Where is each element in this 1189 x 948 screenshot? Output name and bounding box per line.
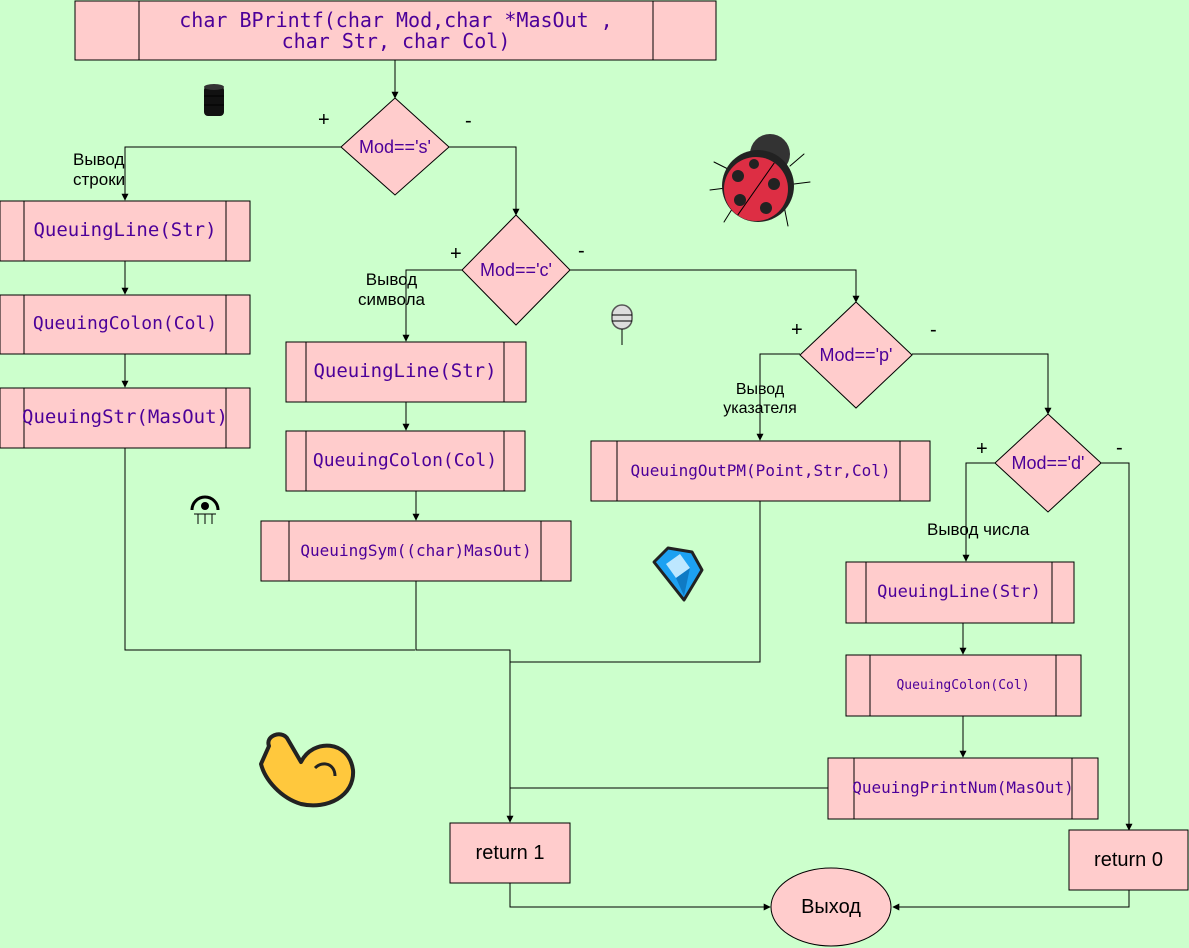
gem-icon <box>652 546 704 602</box>
exit-label: Выход <box>801 895 861 918</box>
return-1-label: return 1 <box>475 841 545 864</box>
note-pointer-output: Вывод указателя <box>723 381 797 418</box>
return-0-box <box>1068 829 1189 891</box>
branch-d-boxes <box>827 561 1099 820</box>
decision-mod-c <box>461 214 571 326</box>
no-sign-c: - <box>578 240 585 262</box>
return-1-box <box>449 822 571 884</box>
branch-d-step-1: QueuingLine(Str) <box>877 581 1041 602</box>
branch-s-step-3: QueuingStr(MasOut) <box>22 406 228 429</box>
branch-c-boxes <box>260 341 572 582</box>
function-signature: char BPrintf(char Mod,char *MasOut , cha… <box>140 4 652 57</box>
decision-mod-s <box>340 97 450 196</box>
exit-terminator <box>770 867 892 947</box>
connectors <box>121 60 1133 911</box>
branch-c-step-3: QueuingSym((char)MasOut) <box>300 540 532 560</box>
branch-c-step-2: QueuingColon(Col) <box>312 449 498 471</box>
decision-mod-p <box>799 301 913 409</box>
condition-mod-s: Mod=='s' <box>359 136 431 157</box>
signature-line-2: char Str, char Col) <box>281 28 511 53</box>
branch-p-step-1: QueuingOutPM(Point,Str,Col) <box>630 460 891 480</box>
note-string-output: Вывод строки <box>73 150 126 190</box>
branch-p-boxes <box>590 440 931 502</box>
branch-s-step-1: QueuingLine(Str) <box>33 219 217 242</box>
note-number-output: Вывод числа <box>927 520 1030 539</box>
yes-sign-c: + <box>450 243 462 265</box>
branch-d-step-3: QueuingPrintNum(MasOut) <box>852 778 1074 798</box>
mage-icon <box>190 495 220 524</box>
branch-c-step-1: QueuingLine(Str) <box>313 360 497 383</box>
decision-mod-d <box>994 413 1102 513</box>
header-function-box <box>74 0 717 61</box>
branch-d-step-2: QueuingColon(Col) <box>896 677 1030 693</box>
no-sign-d: - <box>1116 437 1123 459</box>
yes-sign-d: + <box>976 438 988 460</box>
branch-s-boxes <box>0 200 251 449</box>
microphone-icon <box>611 304 633 345</box>
condition-mod-d: Mod=='d' <box>1011 452 1085 473</box>
no-sign-s: - <box>465 110 472 132</box>
yes-sign-p: + <box>791 319 803 341</box>
return-0-label: return 0 <box>1094 848 1163 871</box>
yes-sign-s: + <box>318 109 330 131</box>
signature-line-1: char BPrintf(char Mod,char *MasOut , <box>179 7 613 32</box>
note-symbol-output: Вывод символа <box>358 270 425 310</box>
flexed-biceps-icon <box>259 732 356 808</box>
database-icon <box>204 84 224 116</box>
branch-s-step-2: QueuingColon(Col) <box>32 313 218 335</box>
condition-mod-p: Mod=='p' <box>819 344 893 365</box>
ladybug-icon <box>709 134 811 227</box>
no-sign-p: - <box>930 319 937 341</box>
condition-mod-c: Mod=='c' <box>480 259 552 280</box>
